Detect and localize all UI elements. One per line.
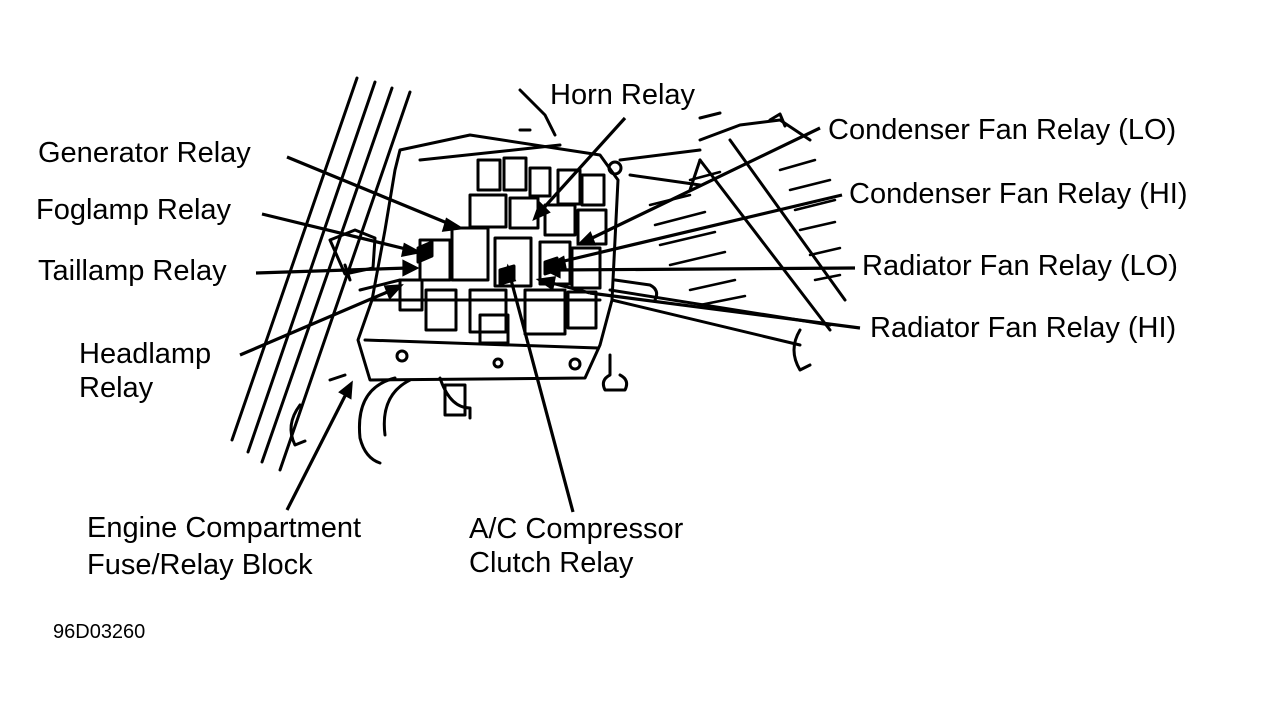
left-bracket — [328, 228, 402, 292]
left-frame-rails — [230, 76, 412, 472]
label-horn-relay: Horn Relay — [550, 79, 696, 111]
figure-code: 96D03260 — [53, 621, 146, 643]
leader-lines — [239, 116, 861, 513]
label-headlamp-relay-line2: Relay — [79, 372, 154, 404]
relay-modules — [398, 156, 608, 345]
label-taillamp-relay: Taillamp Relay — [38, 255, 227, 287]
leader-generator-relay — [286, 155, 465, 232]
label-condenser-fan-relay-hi: Condenser Fan Relay (HI) — [849, 178, 1188, 210]
label-condenser-fan-relay-lo: Condenser Fan Relay (LO) — [828, 114, 1177, 146]
leader-radiator-fan-relay-lo — [543, 261, 856, 279]
label-fuse-relay-block-line1: Engine Compartment — [87, 512, 362, 544]
label-radiator-fan-relay-lo: Radiator Fan Relay (LO) — [862, 250, 1178, 282]
label-headlamp-relay-line1: Headlamp — [79, 338, 212, 370]
label-generator-relay: Generator Relay — [38, 137, 251, 169]
label-ac-compressor-clutch-relay-line1: A/C Compressor — [469, 513, 684, 545]
label-radiator-fan-relay-hi: Radiator Fan Relay (HI) — [870, 312, 1177, 344]
label-ac-compressor-clutch-relay-line2: Clutch Relay — [469, 547, 634, 579]
leader-ac-compressor-clutch-relay — [501, 263, 575, 513]
label-fuse-relay-block-line2: Fuse/Relay Block — [87, 549, 313, 581]
lower-hardware — [328, 88, 722, 465]
leader-taillamp-relay — [255, 259, 420, 277]
leader-horn-relay — [532, 116, 627, 222]
radiator-hatching — [648, 158, 842, 307]
leader-fuse-relay-block — [285, 380, 353, 511]
label-foglamp-relay: Foglamp Relay — [36, 194, 232, 226]
radiator-support — [608, 112, 847, 372]
leader-radiator-fan-relay-hi — [535, 276, 861, 330]
leader-condenser-fan-relay-lo — [576, 126, 821, 246]
fuse-relay-block-body — [356, 133, 623, 420]
leader-headlamp-relay — [239, 284, 404, 357]
leader-foglamp-relay — [261, 212, 423, 258]
